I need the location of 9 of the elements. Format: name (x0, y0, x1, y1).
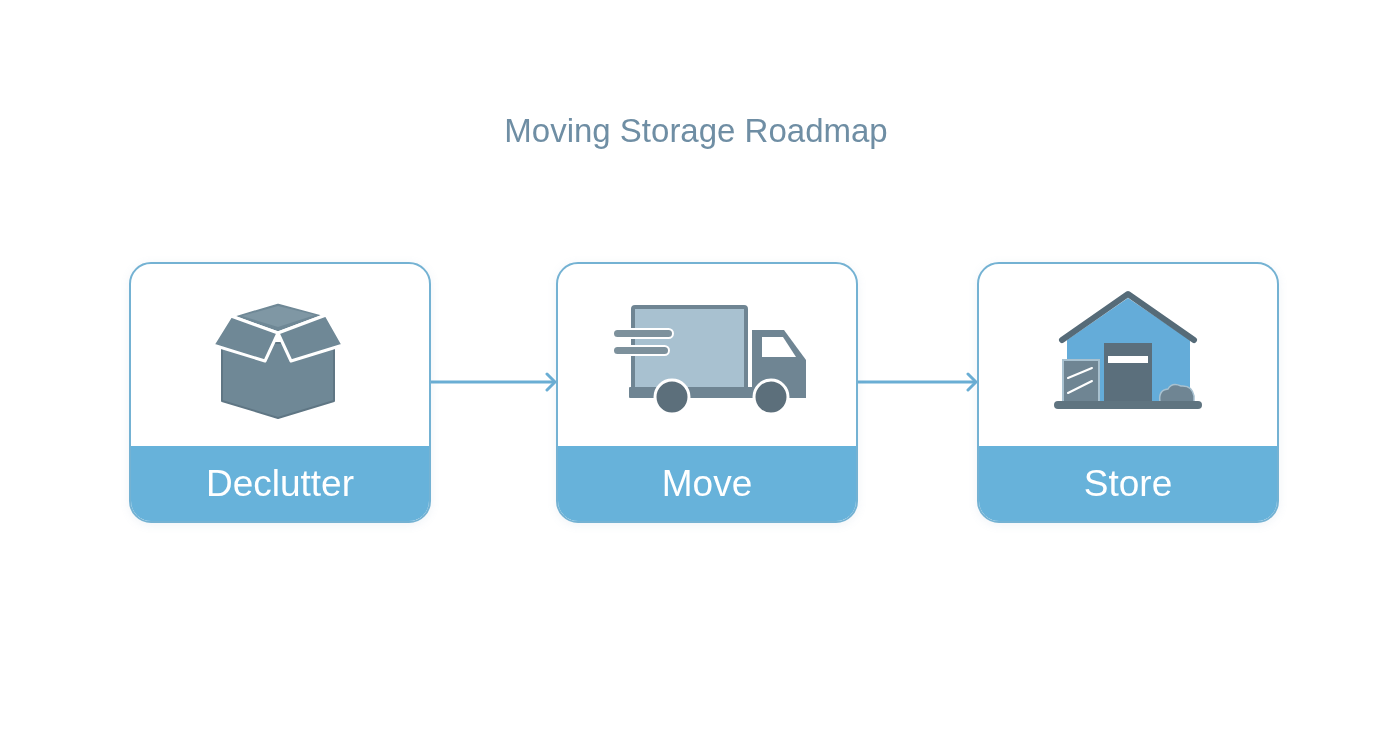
step-card (977, 262, 1279, 523)
step-card (556, 262, 858, 523)
arrow (858, 372, 978, 392)
step-card (129, 262, 431, 523)
step-label: Move (661, 462, 753, 505)
step-label: Store (1083, 462, 1173, 505)
arrow (431, 372, 557, 392)
step-label: Declutter (205, 462, 355, 505)
diagram-title: Moving Storage Roadmap (504, 111, 888, 151)
